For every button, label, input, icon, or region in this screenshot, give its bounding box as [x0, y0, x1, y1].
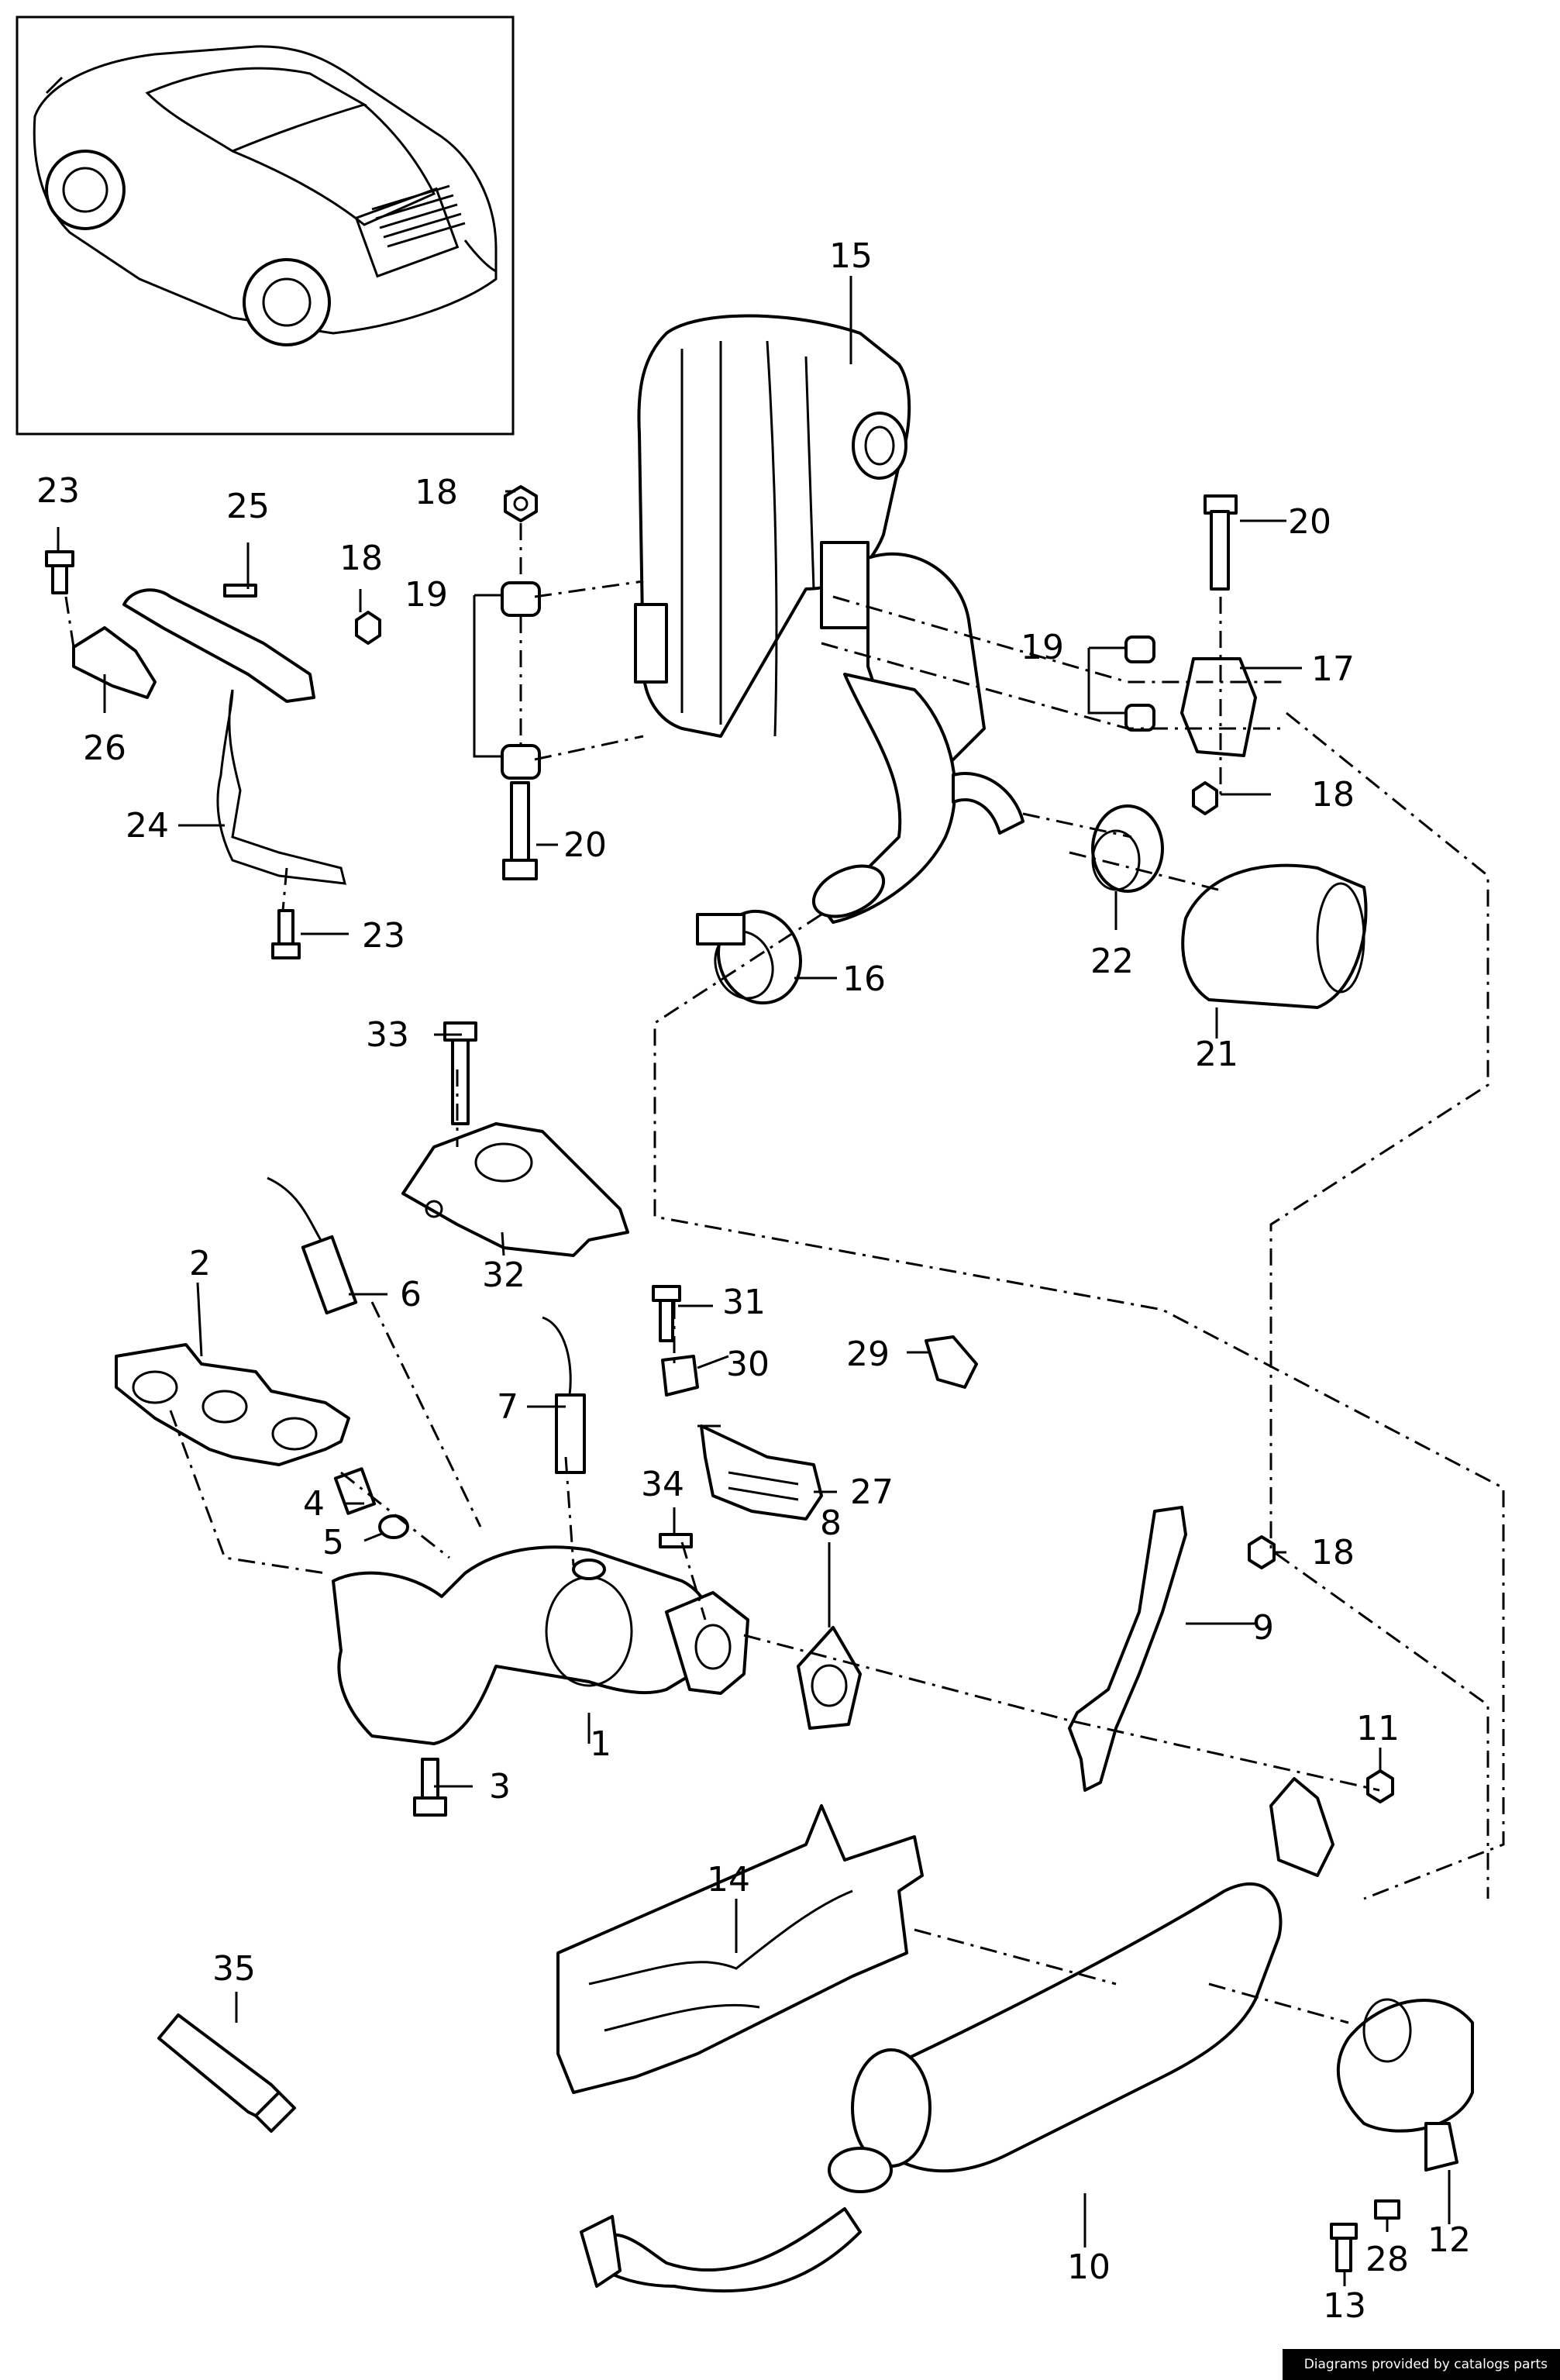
assembly-lines: [64, 523, 1505, 2024]
part-label: 16: [842, 959, 886, 999]
part-label: 23: [362, 916, 405, 956]
front-muffler: [580, 1777, 1334, 2293]
part-label: 11: [1356, 1709, 1400, 1748]
part-label: 18: [1311, 1533, 1355, 1572]
part-label: 24: [126, 806, 169, 846]
part-label: 25: [226, 487, 270, 526]
part-label: 29: [846, 1335, 890, 1374]
part-label: 20: [1288, 502, 1331, 542]
part-label: 19: [1021, 628, 1064, 667]
part-label: 6: [400, 1275, 422, 1314]
heat-shield: [556, 1804, 924, 2094]
part-label: 19: [405, 575, 448, 615]
part-label: 30: [726, 1345, 770, 1384]
small-brackets-and-clips: [652, 1285, 978, 1548]
rear-muffler: [634, 314, 1025, 924]
part-labels: 1 2 3 4 5 6 7 8 9 10 11 12 13 14 15 16 1…: [36, 236, 1471, 2326]
oxygen-sensors: [267, 1176, 586, 1474]
part-label: 20: [563, 825, 607, 865]
part-label: 34: [641, 1465, 684, 1504]
part-label: 27: [850, 1472, 894, 1512]
part-label: 9: [1252, 1608, 1274, 1648]
part-label: 10: [1067, 2247, 1111, 2287]
part-label: 4: [303, 1484, 325, 1524]
part-label: 15: [829, 236, 873, 276]
sealant-tube: [157, 2013, 296, 2133]
part-label: 26: [83, 728, 126, 768]
tailpipe-assembly: [696, 804, 1368, 1009]
part-label: 21: [1195, 1035, 1238, 1074]
part-label: 8: [820, 1503, 842, 1543]
part-label: 12: [1427, 2220, 1471, 2260]
credit-banner: Diagrams provided by catalogs parts: [1282, 2349, 1560, 2380]
part-label: 28: [1365, 2240, 1409, 2279]
manifold-gasket: [115, 1343, 447, 1817]
part-label: 23: [36, 471, 80, 511]
part-label: 2: [189, 1244, 211, 1283]
part-label: 1: [590, 1724, 611, 1764]
part-label: 35: [212, 1949, 256, 1989]
vehicle-thumbnail: [15, 15, 515, 436]
leader-lines: [57, 276, 1451, 2286]
part-label: 31: [722, 1283, 766, 1322]
catalytic-converter: [332, 1545, 749, 1745]
gasket-and-bracket: [797, 1506, 1394, 1803]
part-label: 3: [489, 1767, 511, 1807]
mounting-bracket-left: [45, 550, 381, 959]
part-label: 5: [322, 1523, 344, 1562]
part-label: 13: [1323, 2286, 1366, 2326]
part-label: 18: [339, 539, 383, 578]
part-label: 32: [482, 1255, 525, 1295]
tail-tip-assembly: [1330, 1998, 1474, 2272]
part-label: 33: [366, 1015, 409, 1055]
part-label: 22: [1090, 942, 1134, 981]
part-label: 18: [1311, 775, 1355, 815]
part-label: 14: [707, 1860, 750, 1900]
part-label: 18: [415, 473, 458, 512]
part-label: 7: [497, 1387, 518, 1427]
support-bracket-32: [401, 1021, 629, 1257]
part-label: 17: [1311, 649, 1355, 689]
